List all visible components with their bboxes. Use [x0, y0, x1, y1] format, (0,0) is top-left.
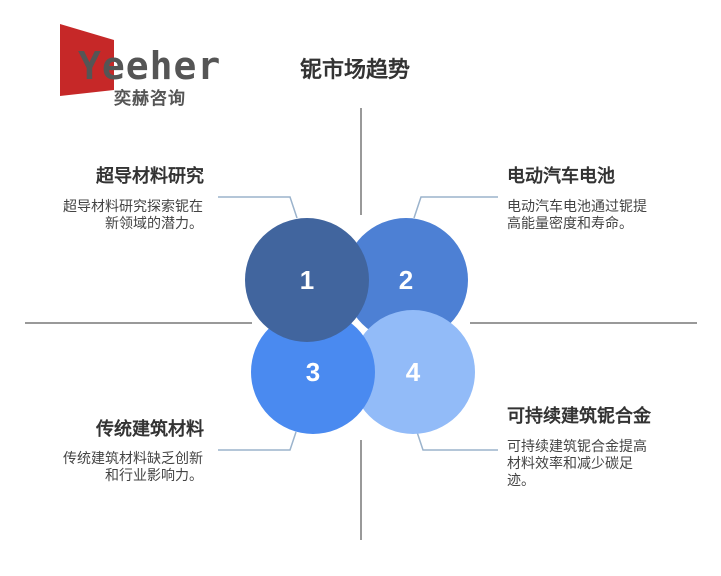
logo-red-shape	[60, 24, 114, 96]
page-title: 铌市场趋势	[300, 58, 411, 83]
circle-number: 3	[305, 356, 321, 387]
circle-number: 1	[299, 264, 315, 295]
item-4-desc: 可持续建筑铌合金提高材料效率和减少碳足迹。	[507, 439, 647, 489]
item-2-heading: 电动汽车电池	[507, 166, 615, 187]
item-1-desc: 超导材料研究探索铌在新领域的潜力。	[63, 199, 203, 232]
logo-brand: Yeeher	[78, 44, 222, 88]
item-4-heading: 可持续建筑铌合金	[507, 406, 651, 427]
item-3-desc: 传统建筑材料缺乏创新和行业影响力。	[63, 451, 203, 484]
circle-number: 2	[398, 264, 414, 295]
circle-number: 4	[405, 356, 421, 387]
circle-1: 1	[245, 218, 369, 342]
item-2-desc: 电动汽车电池通过铌提高能量密度和寿命。	[507, 199, 647, 232]
logo-subtitle: 奕赫咨询	[114, 89, 186, 109]
item-1-heading: 超导材料研究	[96, 166, 204, 187]
item-3-heading: 传统建筑材料	[96, 419, 204, 440]
logo: Yeeher 奕赫咨询	[58, 24, 222, 109]
